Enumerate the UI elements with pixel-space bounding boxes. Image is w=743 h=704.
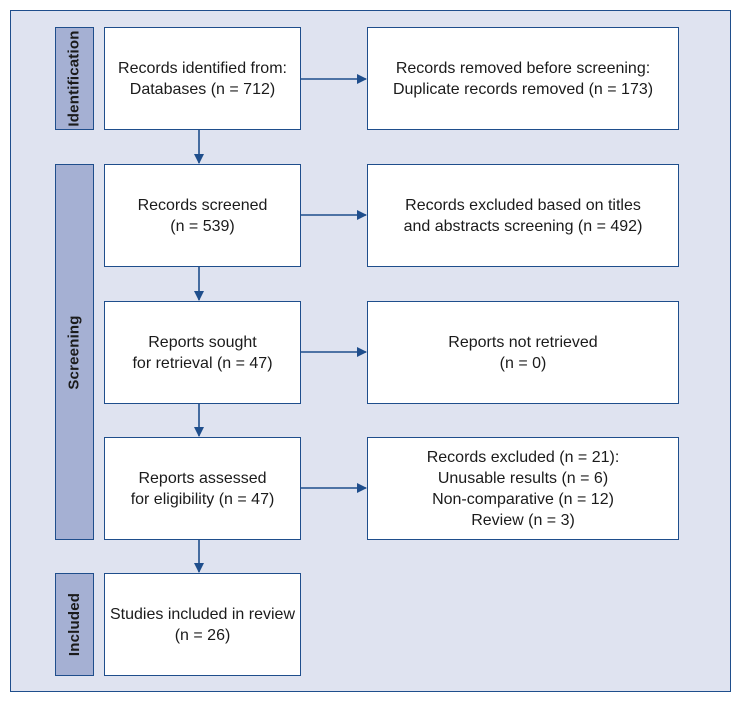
box-line: Records screened — [137, 196, 268, 214]
stage-identification: Identification — [55, 27, 94, 130]
box-line: Records excluded (n = 21): — [426, 448, 620, 466]
box-line: (n = 0) — [499, 354, 547, 372]
box-line: (n = 26) — [174, 626, 231, 644]
records-identified-box: Records identified from: Databases (n = … — [104, 27, 301, 130]
records-excluded-reports-box: Records excluded (n = 21): Unusable resu… — [367, 437, 679, 540]
records-removed-box: Records removed before screening: Duplic… — [367, 27, 679, 130]
reports-not-retrieved-box: Reports not retrieved (n = 0) — [367, 301, 679, 404]
records-screened-box: Records screened (n = 539) — [104, 164, 301, 267]
box-line: Reports not retrieved — [448, 333, 598, 351]
box-line: Review (n = 3) — [471, 511, 575, 529]
box-line: Unusable results (n = 6) — [437, 469, 609, 487]
records-excluded-titles-box: Records excluded based on titles and abs… — [367, 164, 679, 267]
box-line: Records excluded based on titles — [405, 196, 641, 214]
box-line: Reports sought — [148, 333, 257, 351]
box-line: for retrieval (n = 47) — [132, 354, 273, 372]
stage-screening: Screening — [55, 164, 94, 540]
box-line: Studies included in review — [110, 605, 295, 623]
box-line: Non-comparative (n = 12) — [432, 490, 614, 508]
reports-sought-box: Reports sought for retrieval (n = 47) — [104, 301, 301, 404]
reports-assessed-box: Reports assessed for eligibility (n = 47… — [104, 437, 301, 540]
box-line: Records identified from: — [118, 59, 287, 77]
box-line: Databases (n = 712) — [129, 80, 276, 98]
box-line: Reports assessed — [138, 469, 267, 487]
box-line: (n = 539) — [170, 217, 235, 235]
box-line: and abstracts screening (n = 492) — [403, 217, 643, 235]
box-line: Duplicate records removed (n = 173) — [392, 80, 654, 98]
stage-included: Included — [55, 573, 94, 676]
studies-included-box: Studies included in review (n = 26) — [104, 573, 301, 676]
box-line: Records removed before screening: — [395, 59, 651, 77]
box-line: for eligibility (n = 47) — [130, 490, 275, 508]
